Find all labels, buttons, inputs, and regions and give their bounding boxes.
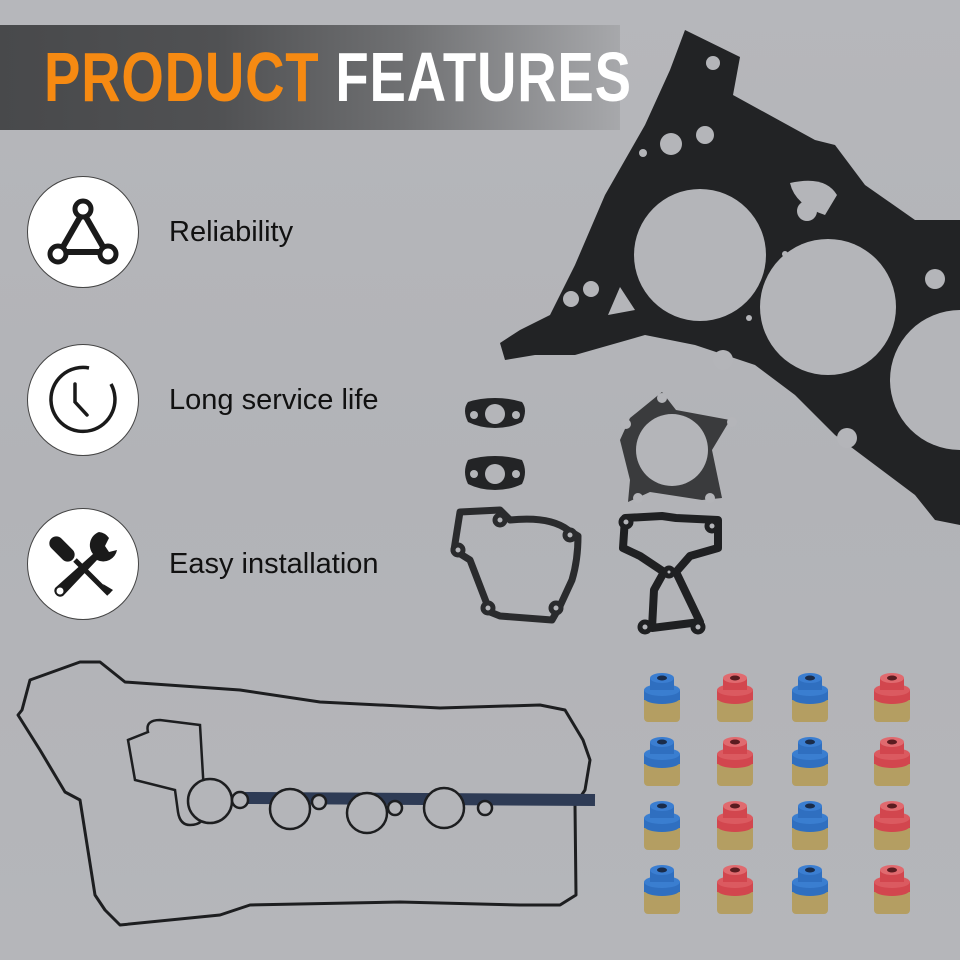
valve-cover-gasket-image <box>16 660 596 927</box>
cylinder-head-gasket-image <box>500 30 960 525</box>
triangle-nodes-icon <box>47 198 119 265</box>
clock-icon <box>49 365 117 434</box>
feature-icon-circle <box>27 508 139 620</box>
header-banner <box>0 25 620 130</box>
wrench-screwdriver-icon <box>49 532 117 597</box>
valve-stem-seals-image <box>644 673 910 914</box>
feature-long-service-life: Long service life <box>27 344 379 456</box>
feature-label: Reliability <box>169 215 294 248</box>
feature-icon-circle <box>27 344 139 456</box>
title-product: PRODUCT <box>44 38 320 116</box>
feature-icon-circle <box>27 176 139 288</box>
title-features: FEATURES <box>335 38 632 116</box>
valve-stem-seals <box>640 670 930 920</box>
feature-easy-installation: Easy installation <box>27 508 379 620</box>
page-title: PRODUCT FEATURES <box>44 25 632 130</box>
feature-label: Easy installation <box>169 547 379 580</box>
small-gaskets-image <box>450 392 737 635</box>
feature-label: Long service life <box>169 383 379 416</box>
feature-reliability: Reliability <box>27 176 293 288</box>
